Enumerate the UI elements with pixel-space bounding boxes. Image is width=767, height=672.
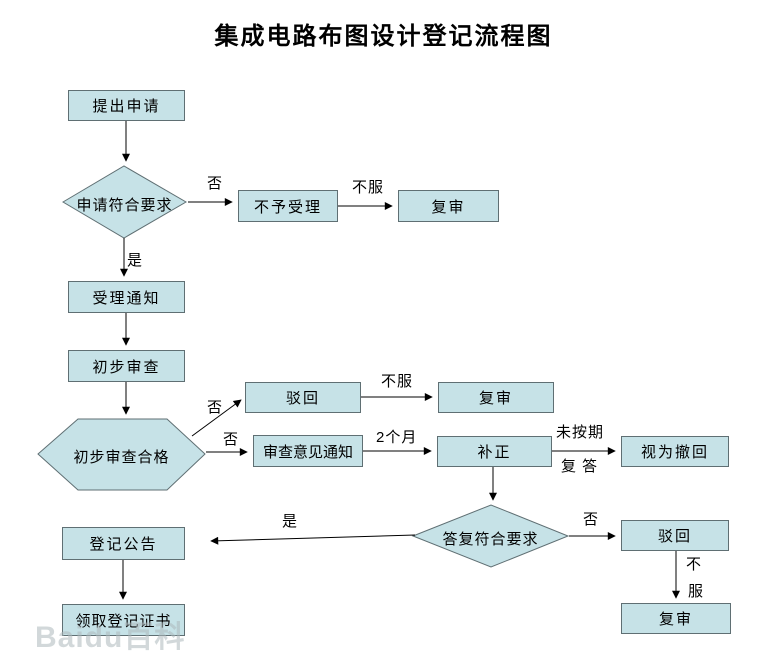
edge-label-no-2: 否 (207, 399, 224, 416)
edge-label-dissatisfied-1: 不服 (352, 179, 385, 196)
decision-application-meets-requirements (62, 165, 187, 239)
node-announcement: 登记公告 (62, 527, 185, 560)
edge-no-to-reject-mid (191, 399, 242, 437)
decision-reply-meets-requirements (411, 504, 570, 568)
node-opinion-notice: 审查意见通知 (253, 435, 363, 467)
decision-preliminary-exam-pass (37, 418, 206, 491)
node-deemed-withdrawn: 视为撤回 (621, 436, 729, 467)
node-not-accepted: 不予受理 (238, 190, 338, 222)
node-preliminary-exam: 初步审查 (68, 350, 185, 382)
edge-label-overdue: 未按期 (556, 424, 605, 441)
node-review-bottom: 复审 (621, 603, 731, 634)
page-title: 集成电路布图设计登记流程图 (214, 23, 553, 50)
node-acceptance-notice: 受理通知 (68, 281, 185, 313)
node-reject-mid: 驳回 (245, 382, 361, 413)
node-reject-bottom: 驳回 (621, 520, 729, 551)
edge-yes-to-announcement (210, 534, 416, 545)
node-certificate: 领取登记证书 (62, 604, 185, 636)
edge-label-yes-1: 是 (127, 252, 144, 269)
node-review-top: 复审 (398, 190, 499, 222)
decision-label-preliminary-pass: 初步审查合格 (73, 449, 170, 466)
edge-label-no-1: 否 (207, 175, 224, 192)
edge-label-dissatisfied-3b: 服 (688, 583, 705, 600)
decision-label-reply-meets-requirements: 答复符合要求 (442, 531, 539, 548)
edge-label-reply: 复答 (561, 458, 604, 475)
node-submit-application: 提出申请 (68, 90, 185, 121)
edge-label-no-4: 否 (583, 511, 600, 528)
edge-label-dissatisfied-2: 不服 (381, 373, 414, 390)
edge-label-no-3: 否 (223, 431, 240, 448)
node-correction: 补正 (437, 436, 552, 467)
node-review-mid: 复审 (438, 382, 554, 413)
edge-label-yes-2: 是 (282, 513, 299, 530)
edge-label-dissatisfied-3a: 不 (686, 556, 703, 573)
decision-label-application-meets-requirements: 申请符合要求 (76, 197, 173, 214)
edge-label-two-months: 2个月 (376, 429, 418, 446)
